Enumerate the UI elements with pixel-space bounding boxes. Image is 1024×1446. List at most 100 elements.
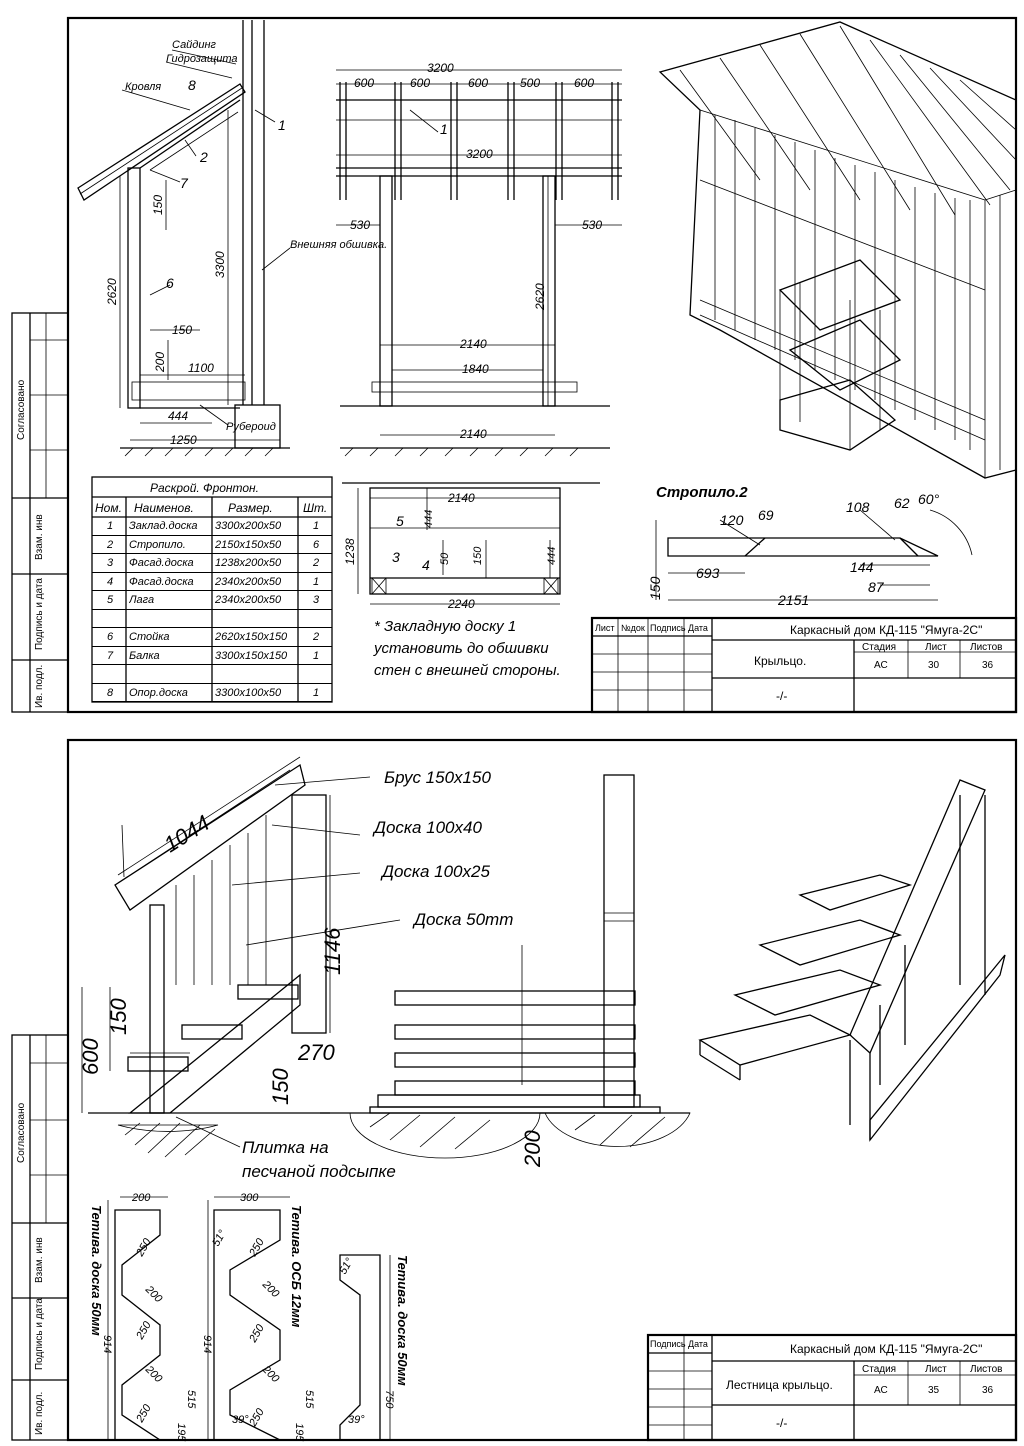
table-row: [92, 610, 332, 628]
dim: 2240: [447, 597, 475, 611]
table-cell: 2620х150х150: [215, 631, 288, 643]
dim: 250: [134, 1236, 155, 1260]
stair-front-view: 200: [320, 774, 691, 1168]
dim: 250: [134, 1402, 155, 1426]
dim: 500: [520, 76, 540, 90]
label-waterproof: Гидрозащита: [166, 53, 238, 65]
stamp-col: Дата: [688, 623, 708, 633]
stamp-stage-header: Листов: [970, 642, 1003, 653]
stair-isometric: [698, 779, 1006, 1142]
house-frame-isometric: [658, 21, 1017, 479]
dim: 1100: [188, 361, 214, 375]
dim: 3200: [466, 147, 493, 161]
table-cell: Заклад.доска: [129, 520, 198, 532]
dim: 250: [134, 1319, 155, 1343]
table-cell: 6: [312, 538, 320, 551]
dim: 515: [185, 1390, 197, 1409]
table-cell: 3300х150х150: [215, 649, 288, 662]
callout: 3: [392, 549, 400, 565]
stamp-project: Каркасный дом КД-115 "Ямуга-2С": [790, 623, 982, 637]
dim: 39°: [348, 1414, 365, 1426]
dim: 200: [259, 1278, 282, 1301]
table-cell: 2340х200х50: [215, 594, 282, 606]
table-cell: 2: [106, 538, 114, 551]
dim: 1238: [343, 538, 357, 565]
table-cell: 1: [312, 686, 320, 699]
stringer-board-50-short: Тетива. доска 50мм 51° 39° 750: [337, 1254, 410, 1441]
dim: 1250: [170, 433, 197, 447]
drawing-sheet-porch: Согласовано Взам. инв Подпись и дата Ив.…: [0, 0, 1024, 720]
dim: 270: [297, 1040, 335, 1065]
table-cell: 3300х200х50: [215, 520, 282, 532]
rafter-title: Стропило.2: [656, 484, 748, 501]
stamp-col: Лист: [595, 623, 615, 633]
margin-label: Подпись и дата: [34, 1298, 45, 1370]
stamp-dash: -/-: [776, 1416, 787, 1430]
dim: 108: [846, 499, 870, 515]
table-cell: 2: [312, 631, 320, 643]
label-beam: Брус 150х150: [384, 768, 491, 787]
dim: 2140: [459, 427, 487, 441]
callout: 1: [278, 117, 286, 133]
margin-label: Согласовано: [16, 1102, 27, 1163]
cut-table-title: Раскрой. Фронтон.: [150, 481, 259, 495]
stamp-stage-value: 36: [982, 1385, 994, 1396]
stamp-stage-value: 36: [982, 660, 994, 671]
table-cell: 3300х100х50: [215, 686, 282, 699]
dim: 530: [582, 218, 602, 232]
cut-table-header: Ном.: [95, 501, 122, 515]
dim: 444: [546, 547, 558, 565]
stamp-col: Дата: [688, 1339, 708, 1349]
table-cell: 8: [106, 686, 114, 699]
table-cell: 5: [106, 594, 114, 606]
dim: 914: [201, 1335, 213, 1353]
stamp-stage-header: Листов: [970, 1364, 1003, 1375]
cut-table-header: Наименов.: [134, 501, 194, 515]
stamp-sheet-name: Крыльцо.: [754, 654, 806, 668]
dim: 600: [468, 76, 488, 90]
stamp-dash: -/-: [776, 689, 787, 703]
table-cell: Балка: [129, 649, 160, 662]
table-row: [92, 665, 332, 684]
margin-stamp: Согласовано Взам. инв Подпись и дата Ив.…: [11, 312, 69, 713]
stamp-stage-value: АС: [874, 1385, 888, 1396]
dim: 200: [520, 1130, 545, 1168]
title-block: Лист №док Подпись Дата Каркасный дом КД-…: [590, 616, 1018, 714]
dim: 50: [439, 552, 451, 565]
margin-label: Взам. инв: [34, 514, 45, 560]
dim: 87: [868, 579, 885, 595]
dim: 300: [240, 1192, 259, 1204]
dim: 150: [472, 546, 484, 565]
dim: 3200: [427, 61, 454, 75]
installation-note: * Закладную доску 1 установить до обшивк…: [374, 616, 561, 682]
dim: 39°: [232, 1414, 249, 1426]
label-sand-bed: песчаной подсыпке: [242, 1162, 396, 1181]
margin-label: Подпись и дата: [34, 578, 45, 650]
dim: 69: [758, 507, 774, 523]
label-board-100x25: Доска 100х25: [380, 862, 490, 881]
margin-label: Ив. подл.: [34, 1392, 45, 1435]
label-roofing-felt: Рубероид: [226, 421, 276, 433]
callout: 1: [440, 121, 448, 137]
dim: 2620: [105, 278, 119, 306]
title-block: Подпись Дата Каркасный дом КД-115 "Ямуга…: [646, 1333, 1018, 1442]
dim: 200: [131, 1192, 151, 1204]
dim: 250: [247, 1406, 268, 1430]
stamp-stage-value: АС: [874, 660, 888, 671]
stamp-col: Подпись: [650, 1339, 686, 1349]
dim: 2140: [459, 337, 487, 351]
callout: 2: [199, 149, 208, 165]
dim: 150: [172, 323, 192, 337]
stringer-title: Тетива. доска 50мм: [395, 1255, 410, 1386]
label-tile: Плитка на: [242, 1138, 329, 1157]
drawing-sheet-stairs: Согласовано Взам. инв Подпись и дата Ив.…: [0, 735, 1024, 1446]
stamp-stage-value: 30: [928, 660, 940, 671]
stringer-title: Тетива. доска 50мм: [89, 1205, 104, 1336]
dim: 250: [247, 1322, 268, 1346]
table-cell: Фасад.доска: [129, 557, 194, 569]
